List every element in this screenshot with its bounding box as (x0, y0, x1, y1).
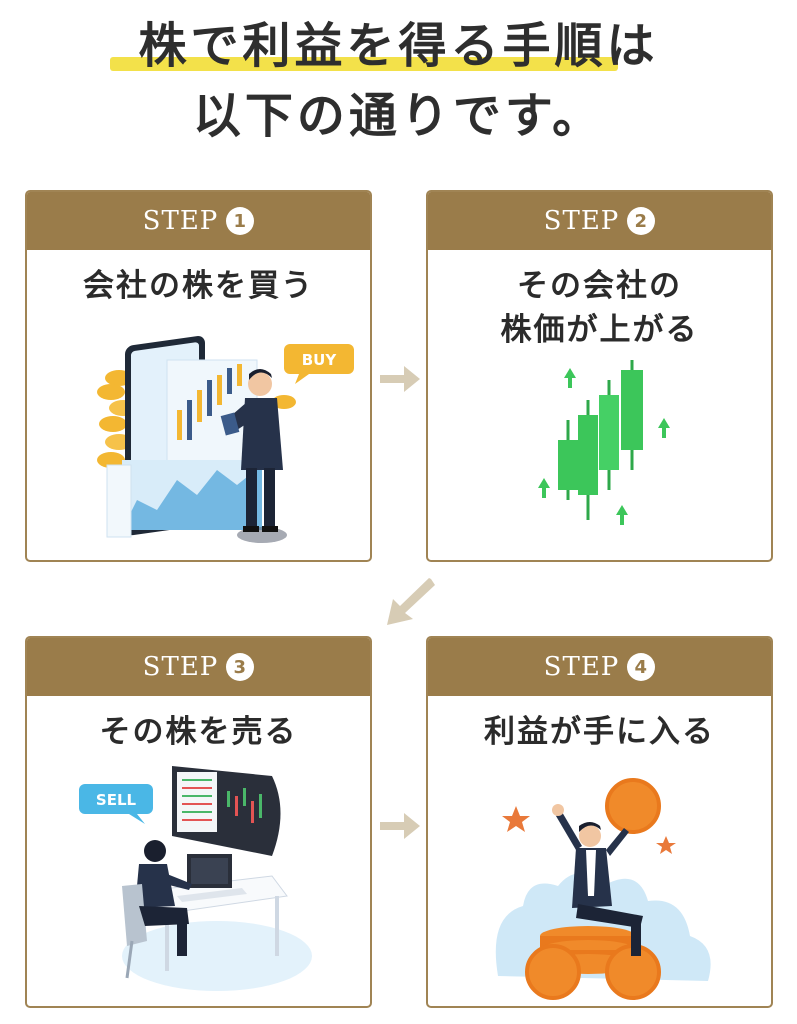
step-title-line: その株を売る (99, 714, 298, 750)
star-icon (502, 806, 676, 854)
step-label: STEP (543, 206, 620, 236)
headline-highlight (110, 57, 618, 71)
coin-stack-icon (525, 778, 661, 1000)
step-title-line: 株価が上がる (500, 312, 699, 348)
buy-bubble-label: BUY (302, 351, 338, 369)
step-header: STEP 3 (27, 638, 370, 696)
step-number-badge: 1 (226, 207, 255, 235)
step-title-line: その会社の (517, 268, 682, 304)
monitor-wall-icon (172, 766, 281, 856)
arrow-diagonal-icon (387, 578, 435, 625)
step-number-badge: 2 (627, 207, 656, 235)
businessman-icon (220, 369, 287, 543)
trader-icon (122, 840, 192, 979)
step-label: STEP (142, 206, 219, 236)
green-candlestick-icon (558, 360, 643, 520)
sell-bubble-label: SELL (96, 791, 137, 809)
step-card-2: STEP 2 その会社の 株価が上がる (426, 190, 773, 562)
step-title: その株を売る (27, 710, 370, 754)
profit-coins-illustration (495, 778, 711, 1000)
trader-desk-illustration: SELL (79, 766, 312, 991)
step-label: STEP (543, 652, 620, 682)
step-card-1: STEP 1 会社の株を買う (25, 190, 372, 562)
step-header: STEP 4 (428, 638, 771, 696)
step-title-line: 会社の株を買う (83, 268, 314, 304)
investor-tablet-illustration: BUY (97, 336, 354, 543)
step-header: STEP 2 (428, 192, 771, 250)
step-header: STEP 1 (27, 192, 370, 250)
arrow-right-icon (380, 813, 420, 839)
step-title: その会社の 株価が上がる (428, 264, 771, 352)
step-label: STEP (142, 652, 219, 682)
step-number-badge: 3 (226, 653, 255, 681)
step-number-badge: 4 (627, 653, 656, 681)
celebrating-man-icon (552, 804, 643, 956)
up-arrow-icon (538, 368, 670, 525)
arrow-right-icon (380, 366, 420, 392)
rising-candles-illustration (538, 360, 670, 525)
step-title: 会社の株を買う (27, 264, 370, 308)
candlestick-icon (177, 364, 242, 440)
headline-line-2: 以下の通りです。 (192, 88, 605, 144)
step-card-4: STEP 4 利益が手に入る (426, 636, 773, 1008)
step-title: 利益が手に入る (428, 710, 771, 754)
step-title-line: 利益が手に入る (484, 714, 715, 750)
buy-bubble: BUY (284, 344, 354, 384)
sell-bubble: SELL (79, 784, 153, 824)
headline-line-1: 株で利益を得る手順は (138, 18, 659, 74)
step-card-3: STEP 3 その株を売る SELL (25, 636, 372, 1008)
